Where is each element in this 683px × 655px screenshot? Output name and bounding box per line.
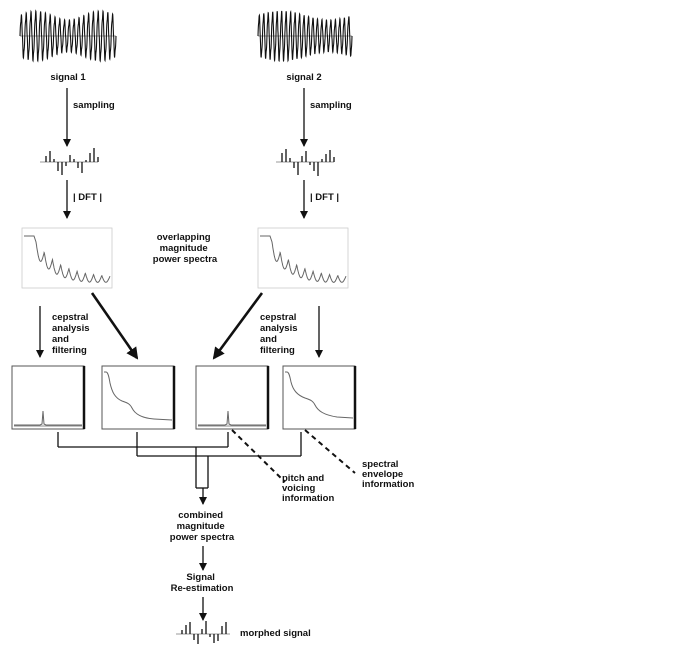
envelope-plot-2 (282, 365, 357, 430)
sampled-signal-1 (40, 148, 99, 175)
combined-spectra-label: combined magnitude power spectra (170, 510, 235, 543)
dft-label-left: | DFT | (73, 192, 102, 203)
cepstral-label-left: cepstral analysis and filtering (52, 312, 92, 356)
morphed-signal-label: morphed signal (240, 628, 311, 639)
pitch-plot-1 (11, 365, 86, 430)
pitch-info-label: pitch and voicing information (282, 473, 334, 504)
cepstral-label-right: cepstral analysis and filtering (260, 312, 300, 356)
overlap-arrow-left (90, 292, 139, 360)
magnitude-spectrum-1 (21, 227, 113, 289)
signal-1-waveform (19, 9, 117, 63)
reestimation-label: Signal Re-estimation (171, 572, 234, 594)
morphed-signal-plot (176, 621, 230, 644)
envelope-pointer-dashed (304, 429, 356, 474)
overlap-label: overlapping magnitude power spectra (153, 232, 218, 265)
sampling-label-right: sampling (310, 100, 352, 111)
pitch-pointer-dashed (231, 429, 286, 483)
envelope-info-label: spectral envelope information (362, 459, 414, 490)
sampling-label-left: sampling (73, 100, 115, 111)
sampled-signal-2 (276, 149, 335, 176)
magnitude-spectrum-2 (257, 227, 349, 289)
signal-2-waveform (257, 9, 353, 63)
envelope-plot-1 (101, 365, 176, 430)
pitch-plot-2 (195, 365, 270, 430)
signal-1-label: signal 1 (50, 72, 86, 83)
dft-label-right: | DFT | (310, 192, 339, 203)
combining-connectors (57, 432, 302, 505)
overlap-arrow-right (212, 292, 264, 360)
signal-2-label: signal 2 (286, 72, 321, 83)
